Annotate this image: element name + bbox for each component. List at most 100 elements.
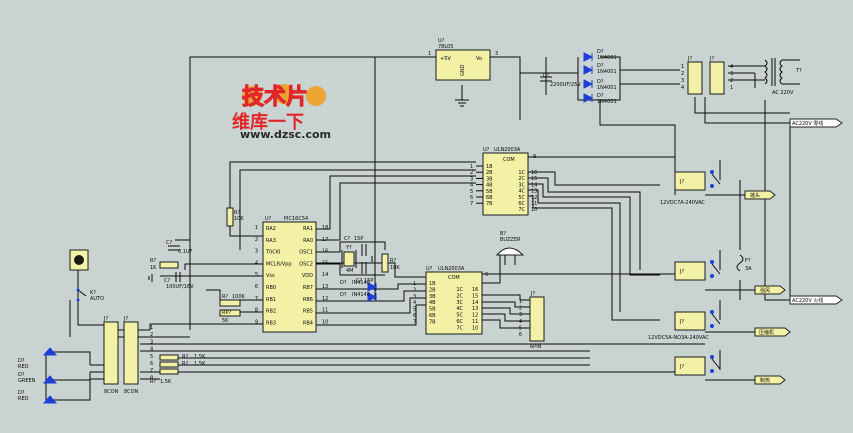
ac-live-tag: AC220V 火线 bbox=[789, 295, 843, 305]
regulator-pin-out: 3 bbox=[495, 51, 498, 57]
pconn2-pin-1: 1 bbox=[730, 85, 733, 91]
watermark-url: www.dzsc.com bbox=[240, 128, 331, 141]
pconn-pin-1: 1 bbox=[681, 64, 684, 70]
led-r1-ref: R? bbox=[182, 354, 188, 360]
uln-bot-com-pin: 9 bbox=[485, 272, 488, 278]
led-resistors: R? 1.5K R? 1.5K R? 1.5K bbox=[150, 354, 206, 385]
uln-top-pin-label: 7B bbox=[486, 201, 493, 207]
led-r2-ref: R? bbox=[182, 361, 188, 367]
mcu-pin-number: 8 bbox=[255, 308, 258, 314]
uln-top-pin-number: 3 bbox=[470, 176, 473, 182]
relay-3-tag: 压缩机 bbox=[759, 329, 774, 336]
jp-pin-number: 4 bbox=[519, 319, 522, 325]
key-ref: K? bbox=[90, 290, 96, 296]
jp-pin-number: 6 bbox=[519, 332, 522, 338]
mcu-pin-number: 15 bbox=[322, 260, 328, 266]
crystal-ref: Y? bbox=[345, 245, 352, 251]
regulator-part: 78L05 bbox=[438, 44, 454, 50]
fuse-value: 3A bbox=[745, 266, 752, 272]
mcu-pin-number: 16 bbox=[322, 249, 328, 255]
relay-4-tag: 制热 bbox=[760, 377, 770, 384]
r-in-value: 1K bbox=[150, 265, 157, 271]
led-3-label: RED bbox=[18, 396, 29, 402]
mcu-pin-number: 18 bbox=[322, 225, 328, 231]
uln-top-pin-number: 10 bbox=[531, 207, 537, 213]
led-r3-ref: R? bbox=[150, 379, 156, 385]
bridge-d4-part: 1N4001 bbox=[597, 99, 617, 105]
ac-live-text: AC220V 火线 bbox=[792, 297, 823, 304]
d-small-2-part: IN4148 bbox=[352, 292, 370, 298]
mcu-pin-number: 7 bbox=[255, 296, 258, 302]
bridge-d1-ref: D? bbox=[597, 49, 604, 55]
d-small-1-ref: D? bbox=[340, 280, 347, 286]
uln-top-pin-label: 2C bbox=[518, 176, 525, 182]
transformer-label: AC 220V bbox=[772, 90, 794, 96]
mcu-ref: U? bbox=[265, 216, 272, 222]
uln-bot-pin-number: 1 bbox=[413, 281, 416, 287]
led-3-ref: D? bbox=[18, 390, 25, 396]
relay-3-spec: 12VDC5A-NO3A-240VAC bbox=[648, 335, 709, 341]
conn-label-2: 8CON bbox=[124, 389, 139, 395]
pconn2-pin-2: 2 bbox=[730, 78, 733, 84]
conn-pin-number: 5 bbox=[150, 354, 153, 360]
mcu-pin-label: RA2 bbox=[266, 226, 276, 232]
watermark-logo: 技术片 维库一下 www.dzsc.com bbox=[232, 84, 331, 141]
panel-connectors: J? J? 8CON 8CON bbox=[103, 316, 139, 395]
bridge-d2-ref: D? bbox=[597, 63, 604, 69]
mcu-pin-label: RA0 bbox=[303, 238, 313, 244]
uln-top-pin-number: 12 bbox=[531, 195, 537, 201]
mcu-pin-label: OSC1 bbox=[299, 250, 313, 256]
ac-neutral-text: AC220V 零线 bbox=[792, 120, 823, 127]
bridge-d3-part: 1N4001 bbox=[597, 85, 617, 91]
mcu-pin-number: 5 bbox=[255, 272, 258, 278]
uln-top-pin-number: 14 bbox=[531, 182, 537, 188]
uln-top-pin-number: 5 bbox=[470, 189, 473, 195]
relay-1: J? 12VDC7A-240VAC 摇头 bbox=[660, 171, 776, 206]
r-osc-value: 10K bbox=[390, 265, 400, 271]
fuse-ref: F? bbox=[745, 258, 751, 264]
mcu-pin-label: VDD bbox=[302, 273, 313, 279]
capacitor-small: C? 0.1UF bbox=[166, 240, 193, 255]
uln-top-pin-label: 5C bbox=[518, 195, 525, 201]
conn-label-1: 8CON bbox=[104, 389, 119, 395]
uln-bot-pin-number: 7 bbox=[413, 319, 416, 325]
uln-bot-pin-number: 5 bbox=[413, 307, 416, 313]
uln-bot-part: ULN2003A bbox=[438, 266, 465, 272]
mcu-pin-label: Vss bbox=[266, 273, 275, 279]
regulator-ref: U? bbox=[438, 38, 445, 44]
r-rb0-value: 100K bbox=[232, 294, 246, 300]
uln-top-pin-number: 11 bbox=[531, 201, 537, 207]
uln-bot-pin-number: 12 bbox=[472, 313, 478, 319]
mcu-pin-number: 13 bbox=[322, 284, 328, 290]
led-2-label: GREEN bbox=[18, 378, 36, 384]
relay-2: J? 强风 bbox=[674, 261, 786, 295]
d-small-2-ref: D? bbox=[340, 292, 347, 298]
uln-top-com: COM bbox=[503, 157, 515, 163]
bridge-d4-ref: D? bbox=[597, 93, 604, 99]
mcu-pin-label: RA3 bbox=[266, 238, 276, 244]
jp-pin-number: 3 bbox=[519, 312, 522, 318]
mcu-pin-label: RB7 bbox=[303, 285, 313, 291]
uln-bot-pin-number: 3 bbox=[413, 294, 416, 300]
wiring bbox=[45, 56, 791, 401]
relay-1-ref: J? bbox=[679, 179, 684, 185]
resistor-input: R? 1K bbox=[148, 258, 179, 282]
c-big-ref: C? bbox=[164, 278, 170, 284]
c-big-value: 100UF/16V bbox=[166, 284, 194, 290]
uln-bot-pin-label: 2C bbox=[456, 293, 463, 299]
uln-top-pin-label: 7C bbox=[518, 207, 525, 213]
mcu-pin-number: 6 bbox=[255, 284, 258, 290]
conn-pin-number: 8 bbox=[150, 375, 153, 381]
jp-pin-number: 5 bbox=[519, 325, 522, 331]
jp-ref: J? bbox=[530, 291, 535, 297]
conn-pin-number: 6 bbox=[150, 361, 153, 367]
uln-bot-pin-label: 1C bbox=[456, 287, 463, 293]
uln-bot-pin-label: 7B bbox=[429, 319, 436, 325]
uln-bot-pin-label: 3B bbox=[429, 294, 436, 300]
filter-cap-value: 2200UF/25V bbox=[550, 82, 581, 88]
crystal-c2-value: 15P bbox=[364, 278, 373, 284]
input-ground bbox=[148, 274, 153, 282]
pconn2-pin-3: 3 bbox=[730, 71, 733, 77]
regulator-vin: +5V bbox=[440, 56, 451, 62]
